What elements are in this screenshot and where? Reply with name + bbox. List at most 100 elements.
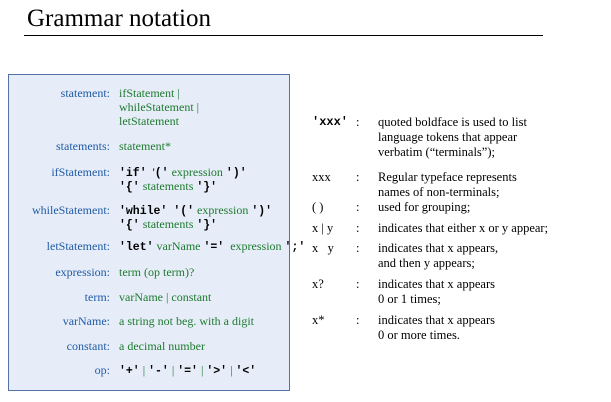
definition-line: letStatement: [119, 114, 199, 128]
rule-name: term:: [84, 290, 110, 304]
notation-description: indicates that either x or y appear;: [378, 221, 548, 236]
separator-colon: :: [356, 277, 360, 291]
terminal-token: 'if': [119, 167, 147, 180]
terminal-token: '=': [203, 241, 225, 254]
grammar-text: expression: [224, 239, 285, 253]
definition-line: varName | constant: [119, 290, 211, 304]
separator-colon: :: [356, 313, 360, 327]
rule-definition: term (op term)?: [119, 265, 194, 279]
rule-name: statements:: [56, 139, 110, 153]
definition-line: whileStatement |: [119, 100, 199, 114]
description-line: language tokens that appear: [378, 130, 518, 144]
terminal-token: ')': [225, 167, 247, 180]
grammar-text: whileStatement |: [119, 100, 200, 114]
description-line: indicates that x appears: [378, 277, 495, 291]
terminal-token: '}': [196, 219, 218, 232]
notation-symbol: x y: [312, 241, 334, 255]
description-line: quoted boldface is used to list: [378, 115, 527, 129]
grammar-text: |: [139, 363, 149, 377]
terminal-token: '(': [173, 205, 195, 218]
rule-name: ifStatement:: [51, 165, 110, 179]
notation-symbol: x | y: [312, 221, 334, 235]
rule-name: letStatement:: [46, 239, 110, 253]
rule-name: statement:: [60, 86, 110, 100]
notation-description: indicates that x appears,and then y appe…: [378, 241, 498, 271]
terminal-token: '>': [206, 365, 228, 378]
description-line: verbatim (“terminals”);: [378, 145, 495, 159]
terminal-token: '}': [196, 181, 218, 194]
rule-name: expression:: [55, 265, 110, 279]
rule-definition: statement*: [119, 139, 171, 153]
description-line: indicates that either x or y appear;: [378, 221, 549, 235]
grammar-text: statement*: [119, 139, 171, 153]
rule-definition: '+' | '-' | '=' | '>' | '<': [119, 363, 257, 378]
separator-colon: :: [356, 241, 360, 255]
definition-line: a string not beg. with a digit: [119, 314, 254, 328]
description-line: indicates that x appears,: [378, 241, 499, 255]
notation-symbol: ( ): [312, 200, 324, 214]
definition-line: a decimal number: [119, 339, 205, 353]
notation-description: used for grouping;: [378, 200, 470, 215]
terminal-token: 'let': [119, 241, 154, 254]
grammar-text: a string not beg. with a digit: [119, 314, 254, 328]
notation-symbol: xxx: [312, 170, 331, 184]
rule-definition: varName | constant: [119, 290, 211, 304]
description-line: 0 or 1 times;: [378, 292, 441, 306]
rule-name: constant:: [66, 339, 110, 353]
definition-line: '{' statements '}': [119, 179, 247, 194]
separator-colon: :: [356, 221, 360, 235]
grammar-text: |: [227, 363, 236, 377]
terminal-token: ')': [251, 205, 273, 218]
grammar-text: varName: [153, 239, 204, 253]
separator-colon: :: [356, 200, 360, 214]
terminal-token: ';': [284, 241, 306, 254]
terminal-token: '{': [119, 219, 140, 232]
terminal-token: '{': [119, 181, 140, 194]
description-line: and then y appears;: [378, 256, 475, 270]
rule-definition: ifStatement |whileStatement |letStatemen…: [119, 86, 199, 128]
definition-line: ifStatement |: [119, 86, 199, 100]
description-line: used for grouping;: [378, 200, 471, 214]
rule-definition: a decimal number: [119, 339, 205, 353]
rule-definition: a string not beg. with a digit: [119, 314, 254, 328]
grammar-text: |: [197, 363, 207, 377]
rule-definition: 'while' '(' expression ')''{' statements…: [119, 203, 273, 232]
rule-definition: 'let' varName '=' expression ';': [119, 239, 306, 254]
terminal-token: (': [154, 167, 169, 180]
terminal-token: '+': [119, 365, 140, 378]
grammar-text: statements: [139, 179, 197, 193]
terminal-token: '-': [148, 365, 169, 378]
notation-symbol: x*: [312, 313, 325, 327]
description-line: names of non-terminals;: [378, 185, 500, 199]
grammar-text: expression: [194, 203, 252, 217]
grammar-text: statements: [139, 217, 197, 231]
page-title: Grammar notation: [27, 5, 211, 32]
terminal-token: '<': [235, 365, 257, 378]
rule-definition: 'if' '(' expression ')''{' statements '}…: [119, 165, 247, 194]
notation-symbol: 'xxx': [312, 115, 349, 129]
definition-line: '+' | '-' | '=' | '>' | '<': [119, 363, 257, 378]
terminal-token: 'while': [119, 205, 168, 218]
rule-name: varName:: [62, 314, 110, 328]
definition-line: 'let' varName '=' expression ';': [119, 239, 306, 254]
definition-line: term (op term)?: [119, 265, 194, 279]
grammar-text: a decimal number: [119, 339, 205, 353]
terminal-token: '=': [177, 365, 198, 378]
separator-colon: :: [356, 115, 360, 129]
grammar-text: |: [168, 363, 178, 377]
definition-line: statement*: [119, 139, 171, 153]
definition-line: '{' statements '}': [119, 217, 272, 232]
grammar-text: letStatement: [119, 114, 179, 128]
grammar-text: expression: [168, 165, 226, 179]
separator-colon: :: [356, 170, 360, 184]
description-line: 0 or more times.: [378, 328, 460, 342]
definition-line: 'while' '(' expression ')': [119, 203, 273, 218]
title-underline: [24, 35, 543, 36]
definition-line: 'if' '(' expression ')': [119, 165, 247, 180]
grammar-text: term (op term)?: [119, 265, 195, 279]
description-line: Regular typeface represents: [378, 170, 517, 184]
rule-name: whileStatement:: [32, 203, 110, 217]
